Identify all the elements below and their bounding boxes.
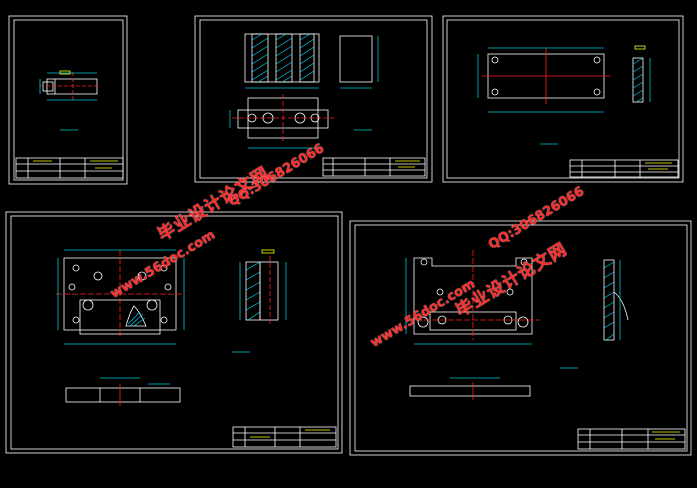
sheet-3	[442, 15, 684, 183]
sheet-2-side-view	[339, 35, 379, 89]
sheet-5-plate-plan	[405, 250, 540, 345]
sheet-1-part-view	[39, 70, 100, 101]
sheet-4-title-block	[232, 426, 337, 448]
sheet-5-bottom-section	[409, 377, 531, 400]
sheet-1-title-block	[15, 157, 124, 179]
sheet-2	[194, 15, 433, 183]
sheet-2-hatched-section	[244, 33, 320, 89]
sheet-3-title-block	[569, 159, 679, 178]
sheet-2-plan-view	[229, 94, 334, 149]
sheet-5	[349, 220, 692, 456]
sheet-4-side-section	[239, 249, 287, 326]
sheet-1	[8, 15, 128, 185]
sheet-5-side-section	[603, 259, 629, 341]
sheet-4-die-plate-plan	[56, 249, 185, 345]
sheet-2-title-block	[322, 157, 426, 177]
sheet-3-plate-plan	[477, 47, 610, 113]
sheet-3-side-section	[632, 45, 651, 103]
sheet-4-bottom-section	[65, 377, 181, 406]
sheet-4	[5, 211, 343, 454]
sheet-5-title-block	[577, 428, 686, 450]
